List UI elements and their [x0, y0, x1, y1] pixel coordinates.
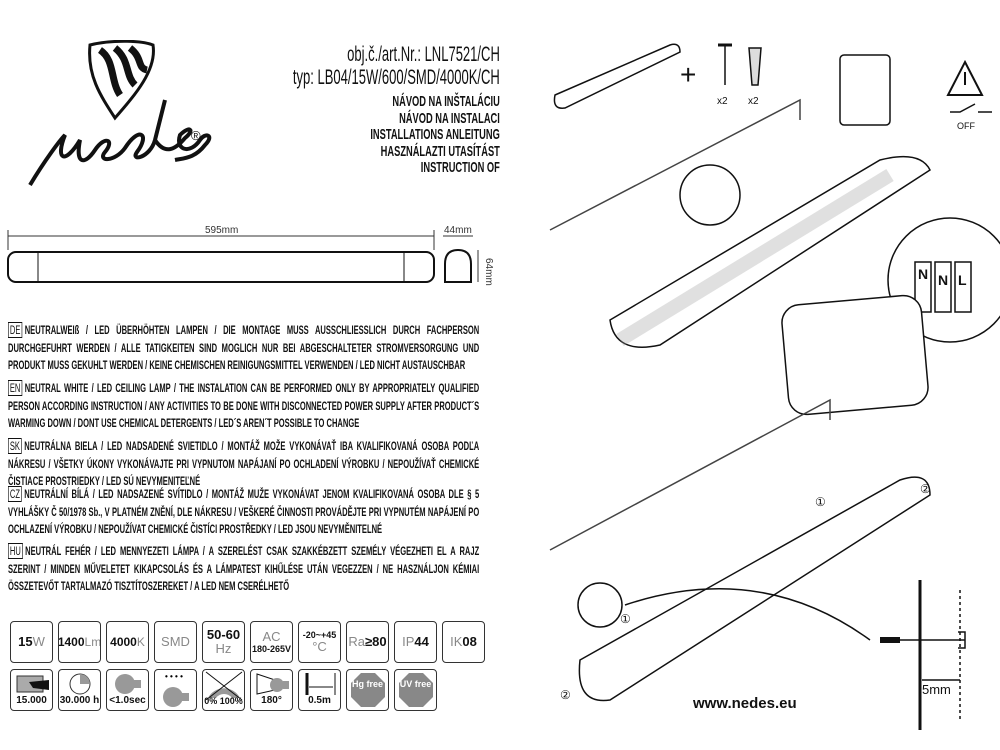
color-temp-icon: 4000K	[106, 621, 149, 663]
switch-off-icon	[839, 54, 992, 126]
ip-rating-icon: IP44	[394, 621, 437, 663]
wall-plug-icon	[748, 47, 762, 86]
cable-detail-icon	[679, 164, 741, 226]
off-label: OFF	[957, 121, 975, 131]
title-sk: NÁVOD NA INŠTALÁCIU	[392, 93, 500, 110]
svg-text:• • • •: • • • •	[165, 672, 183, 681]
cri-icon: Ra≥80	[346, 621, 389, 663]
terminal-l: L	[958, 272, 967, 288]
width-label: 44mm	[444, 225, 472, 236]
title-hu: HASZNÁLAZTI UTASÍTÁST	[380, 142, 500, 160]
registered-mark: ®	[191, 128, 201, 143]
lang-code: EN	[8, 380, 23, 396]
wiring-box-icon	[781, 294, 929, 416]
non-dimmable-icon: 0% 100%	[202, 669, 245, 711]
min-distance-icon: 0.5m	[298, 669, 341, 711]
terminal-n1: N	[918, 266, 929, 282]
step-2-marker-lower: ②	[560, 688, 571, 702]
start-time-bulb-icon: <1.0sec	[106, 669, 149, 711]
height-label: 64mm	[483, 258, 494, 286]
paragraph-text: NEUTRÁLNA BIELA / LED NADSADENÉ SVIETIDL…	[8, 439, 480, 488]
nedes-logo-icon	[28, 39, 212, 187]
screw-icon	[718, 43, 732, 85]
lang-code: HU	[8, 543, 23, 559]
plug-quantity: x2	[748, 96, 759, 107]
paragraph-text: NEUTRALWEIß / LED ÜBERHÖHTEN LAMPEN / DI…	[8, 323, 480, 372]
lang-code: DE	[8, 322, 23, 338]
ik-rating-icon: IK08	[442, 621, 485, 663]
beam-angle-icon: 180°	[250, 669, 293, 711]
step-1-marker-lower: ①	[620, 612, 631, 626]
title-de: INSTALLATIONS ANLEITUNG	[370, 126, 500, 143]
step-2-marker: ②	[920, 482, 931, 496]
wall-screw-icon	[880, 580, 966, 730]
lamp-mount-icon	[578, 476, 931, 702]
humidity-bulb-icon: • • • •	[154, 669, 197, 711]
terminal-n2: N	[938, 272, 949, 288]
lamp-top-icon	[609, 155, 931, 348]
website-link[interactable]: www.nedes.eu	[693, 695, 797, 712]
article-number: obj.č./art.Nr.: LNL7521/CH	[347, 43, 500, 66]
lamp-side-view-icon	[7, 230, 479, 283]
lumen-icon: 1400Lm	[58, 621, 101, 663]
title-en: INSTRUCTION OF	[420, 159, 500, 176]
brand-logo: ®	[25, 39, 225, 195]
screw-quantity: x2	[717, 96, 728, 107]
switch-cycles-icon: 15.000	[10, 669, 53, 711]
title-cz: NÁVOD NA INSTALACI	[399, 109, 500, 127]
uv-free-icon: UV free	[394, 669, 437, 711]
lang-code: CZ	[8, 486, 22, 502]
installation-diagram	[549, 43, 1000, 730]
hg-free-icon: Hg free	[346, 669, 389, 711]
paragraph-text: NEUTRÁLNÍ BÍLÁ / LED NADSAZENÉ SVÍTIDLO …	[8, 487, 480, 536]
lamp-part-icon	[553, 43, 681, 109]
paragraph-text: NEUTRAL WHITE / LED CEILING LAMP / THE I…	[8, 381, 480, 430]
screw-detail-circle-icon	[577, 582, 623, 628]
lifetime-clock-icon: 30.000 h	[58, 669, 101, 711]
step-1-marker: ①	[815, 495, 826, 509]
power-icon: 15W	[10, 621, 53, 663]
document-header: obj.č./art.Nr.: LNL7521/CH typ: LB04/15W…	[293, 43, 500, 177]
screw-distance-label: 5mm	[922, 682, 951, 697]
length-label: 595mm	[205, 225, 239, 236]
lang-code: SK	[8, 438, 22, 454]
temperature-icon: -20~+45°C	[298, 621, 341, 663]
plus-sign: +	[680, 59, 697, 90]
dimension-drawing: 595mm 44mm 64mm	[0, 222, 500, 292]
product-type: typ: LB04/15W/600/SMD/4000K/CH	[293, 66, 500, 89]
screw-arrow-icon	[624, 588, 871, 641]
smd-icon: SMD	[154, 621, 197, 663]
paragraph-text: NEUTRÁL FEHÉR / LED MENNYEZETI LÁMPA / A…	[8, 544, 480, 593]
